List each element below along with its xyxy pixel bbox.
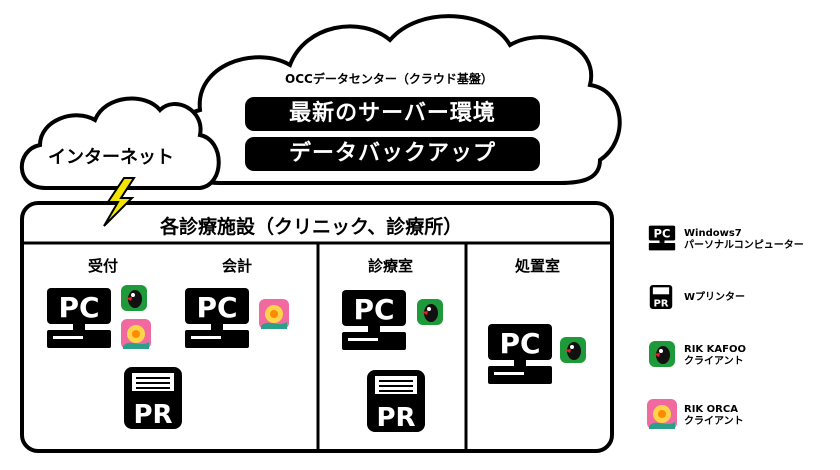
svg-text:PR: PR (653, 299, 668, 310)
facility-title: 各診療施設（クリニック、診療所） (160, 216, 463, 238)
legend-kafoo-label: RIK KAFOO クライアント (684, 344, 746, 368)
legend-orca-line2: クライアント (684, 416, 744, 427)
room-label-reception: 受付 (88, 257, 119, 275)
legend-orca-line1: RIK ORCA (684, 404, 738, 415)
svg-text:PC: PC (499, 327, 540, 360)
datacenter-title: OCCデータセンター（クラウド基盤） (285, 72, 493, 86)
kafoo-bird-icon (560, 337, 586, 363)
lightning-bolt-icon (103, 177, 136, 227)
legend-orca-label: RIK ORCA クライアント (684, 404, 744, 428)
pc-monitor-icon: PC (47, 288, 111, 348)
room-label-accounting: 会計 (222, 257, 253, 275)
svg-text:PR: PR (133, 400, 172, 430)
legend-pc-label: Windows7 パーソナルコンピューター (684, 228, 804, 252)
kafoo-bird-icon (649, 341, 675, 367)
legend-printer-label: Wプリンター (684, 292, 746, 303)
legend-pc-line2: パーソナルコンピューター (684, 240, 804, 251)
orca-flower-icon (121, 319, 151, 349)
pc-monitor-icon: PC (185, 288, 249, 348)
printer-icon: PR (367, 370, 425, 433)
internet-label: インターネット (48, 147, 174, 168)
pc-monitor-icon: PC (488, 324, 552, 384)
svg-text:PC: PC (196, 291, 237, 324)
orca-flower-icon (647, 399, 677, 429)
svg-text:PC: PC (654, 227, 671, 241)
room-label-exam: 診療室 (368, 257, 414, 275)
pc-monitor-icon: PC (648, 225, 676, 251)
legend-kafoo-line1: RIK KAFOO (684, 344, 746, 355)
data-backup-badge: データバックアップ (245, 137, 540, 171)
kafoo-bird-icon (121, 285, 147, 311)
legend-kafoo-line2: クライアント (684, 356, 744, 367)
internet-cloud (19, 96, 221, 190)
printer-icon: PR (124, 367, 182, 430)
pc-monitor-icon: PC (342, 290, 406, 350)
legend-pc-line1: Windows7 (684, 228, 742, 239)
svg-text:PC: PC (58, 291, 99, 324)
svg-text:PR: PR (376, 403, 415, 433)
server-environment-badge: 最新のサーバー環境 (245, 97, 540, 131)
orca-flower-icon (259, 299, 289, 329)
svg-text:PC: PC (353, 293, 394, 326)
room-label-treatment: 処置室 (515, 257, 561, 275)
kafoo-bird-icon (417, 299, 443, 325)
printer-icon: PR (649, 285, 673, 310)
